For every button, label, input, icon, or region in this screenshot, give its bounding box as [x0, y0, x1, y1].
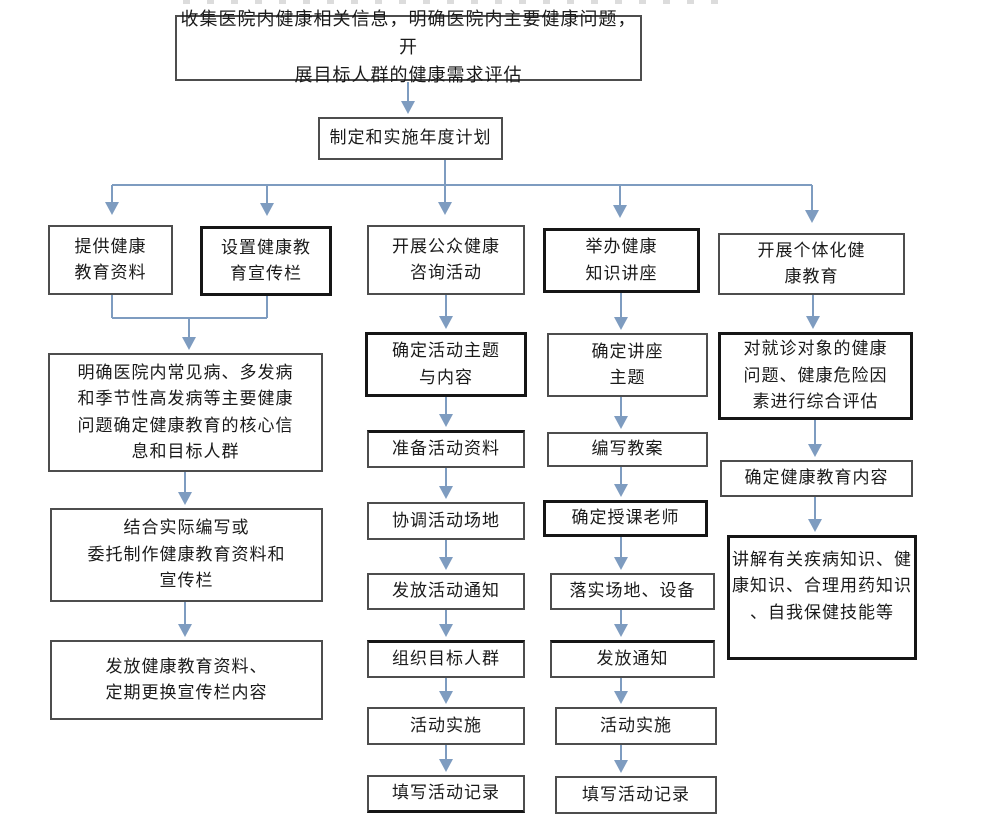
clipped-title-fragment: [183, 0, 718, 4]
node-write-teaching-plan: 编写教案: [547, 432, 708, 467]
node-send-activity-notice: 发放活动通知: [367, 573, 525, 610]
node-activity-implementation-consult: 活动实施: [367, 707, 525, 745]
node-distribute-materials: 发放健康教育资料、 定期更换宣传栏内容: [50, 640, 323, 720]
node-prepare-materials: 准备活动资料: [367, 430, 525, 468]
node-annual-plan: 制定和实施年度计划: [318, 117, 503, 160]
node-provide-materials: 提供健康 教育资料: [48, 225, 173, 295]
node-define-lecture-topic: 确定讲座 主题: [547, 333, 708, 397]
node-send-notice: 发放通知: [550, 640, 715, 678]
node-public-consultation: 开展公众健康 咨询活动: [367, 225, 525, 295]
node-activity-implementation-lecture: 活动实施: [555, 707, 717, 745]
node-collect-health-info: 收集医院内健康相关信息，明确医院内主要健康问题， 开 展目标人群的健康需求评估: [175, 9, 642, 85]
node-secure-venue-equipment: 落实场地、设备: [550, 573, 715, 610]
node-setup-bulletin-board: 设置健康教 育宣传栏: [200, 226, 332, 296]
node-comprehensive-assessment: 对就诊对象的健康 问题、健康危险因 素进行综合评估: [718, 332, 913, 420]
node-define-activity-theme: 确定活动主题 与内容: [365, 332, 527, 397]
node-explain-knowledge: 讲解有关疾病知识、健 康知识、合理用药知识 、自我保健技能等: [727, 535, 917, 660]
node-define-education-content: 确定健康教育内容: [720, 460, 913, 497]
node-organize-target-group: 组织目标人群: [367, 640, 525, 678]
node-identify-core-info: 明确医院内常见病、多发病 和季节性高发病等主要健康 问题确定健康教育的核心信 息…: [48, 353, 323, 472]
node-choose-lecturer: 确定授课老师: [543, 500, 708, 537]
node-arrange-venue: 协调活动场地: [367, 502, 525, 540]
node-fill-activity-record-consult: 填写活动记录: [367, 775, 525, 813]
node-health-lecture: 举办健康 知识讲座: [543, 228, 700, 293]
node-fill-activity-record-lecture: 填写活动记录: [555, 776, 717, 814]
node-compile-materials: 结合实际编写或 委托制作健康教育资料和 宣传栏: [50, 508, 323, 602]
node-individual-education: 开展个体化健 康教育: [718, 233, 905, 295]
